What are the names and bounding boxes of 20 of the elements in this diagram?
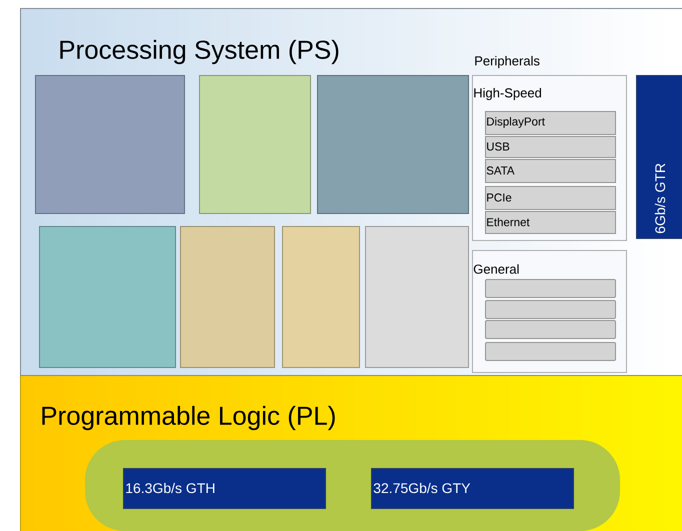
interface-bar: PCIe <box>485 186 616 210</box>
block <box>199 75 311 214</box>
block <box>365 226 469 368</box>
interface-bar <box>485 320 616 339</box>
transceiver-bar: 6Gb/s GTR <box>636 75 682 239</box>
block <box>180 226 275 368</box>
interface-bar: DisplayPort <box>485 111 616 135</box>
interface-bar: USB <box>485 136 616 158</box>
block <box>35 75 185 214</box>
transceiver-bar: 32.75Gb/s GTY <box>371 468 574 509</box>
block <box>39 226 176 368</box>
interface-bar: Ethernet <box>485 211 616 234</box>
interface-bar <box>485 300 616 319</box>
interface-bar: SATA <box>485 159 616 183</box>
interface-bar <box>485 342 616 361</box>
heading: Peripherals <box>475 56 540 68</box>
block <box>282 226 360 368</box>
transceiver-bar: 16.3Gb/s GTH <box>123 468 326 509</box>
block <box>317 75 469 214</box>
interface-bar <box>485 279 616 298</box>
